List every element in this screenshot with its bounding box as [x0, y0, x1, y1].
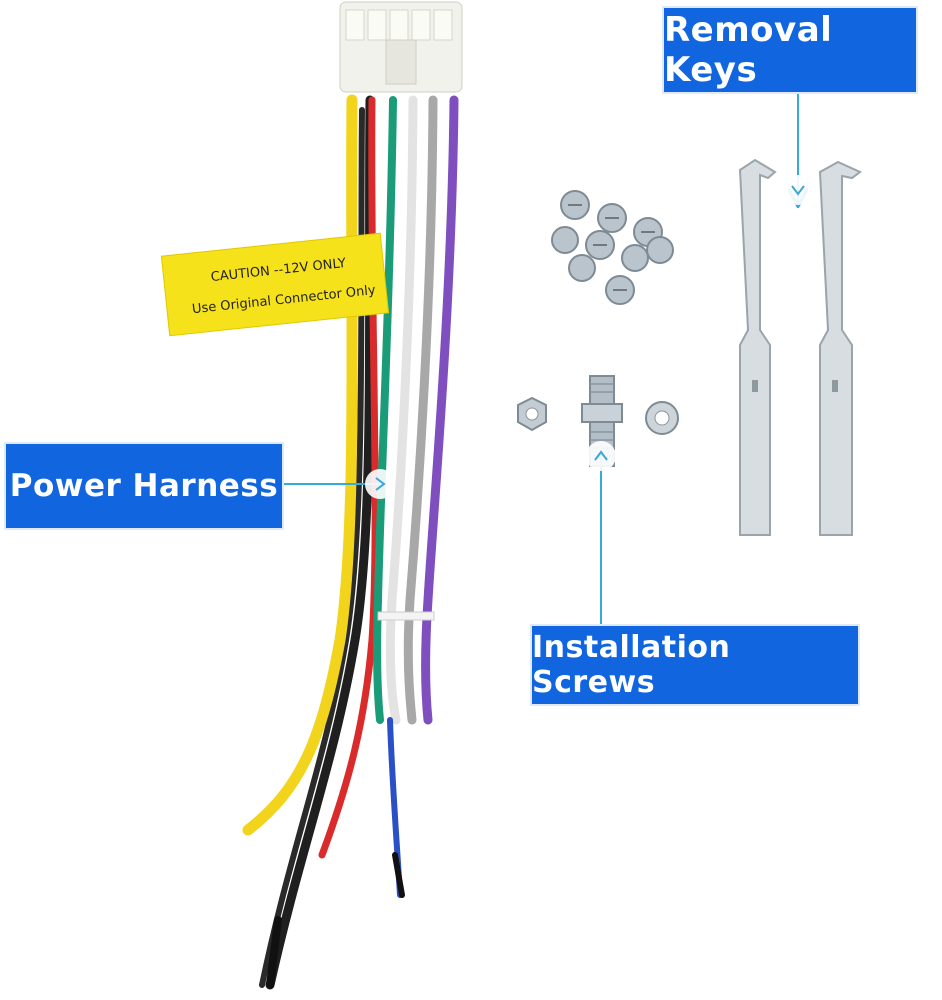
power-harness-wires	[242, 94, 459, 990]
grey-wire	[403, 95, 438, 725]
removal-keys-label: Removal Keys	[664, 10, 833, 90]
pointer-removal-keys	[783, 94, 813, 205]
pointer-power-harness	[284, 469, 395, 499]
wire-tip	[392, 852, 405, 898]
caution-tag: CAUTION --12V ONLY Use Original Connecto…	[160, 232, 390, 337]
purple-wire	[421, 95, 459, 725]
power-harness-callout: Power Harness	[4, 442, 284, 530]
white-wire	[385, 95, 418, 725]
wire-tip	[266, 916, 282, 989]
harness-connector	[339, 1, 463, 93]
power-harness-label: Power Harness	[9, 468, 279, 504]
washer	[645, 401, 679, 435]
installation-screws-callout: Installation Screws	[530, 624, 860, 706]
removal-key-right	[818, 160, 862, 536]
removal-key-left	[738, 158, 777, 536]
hex-nut	[517, 396, 547, 432]
removal-keys-callout: Removal Keys	[662, 6, 918, 94]
installation-screws-label: Installation Screws	[532, 630, 731, 700]
pointer-installation-screws	[586, 441, 616, 624]
green-wire	[373, 96, 397, 724]
tie-wrap	[377, 611, 435, 621]
screws-cluster	[551, 190, 674, 305]
